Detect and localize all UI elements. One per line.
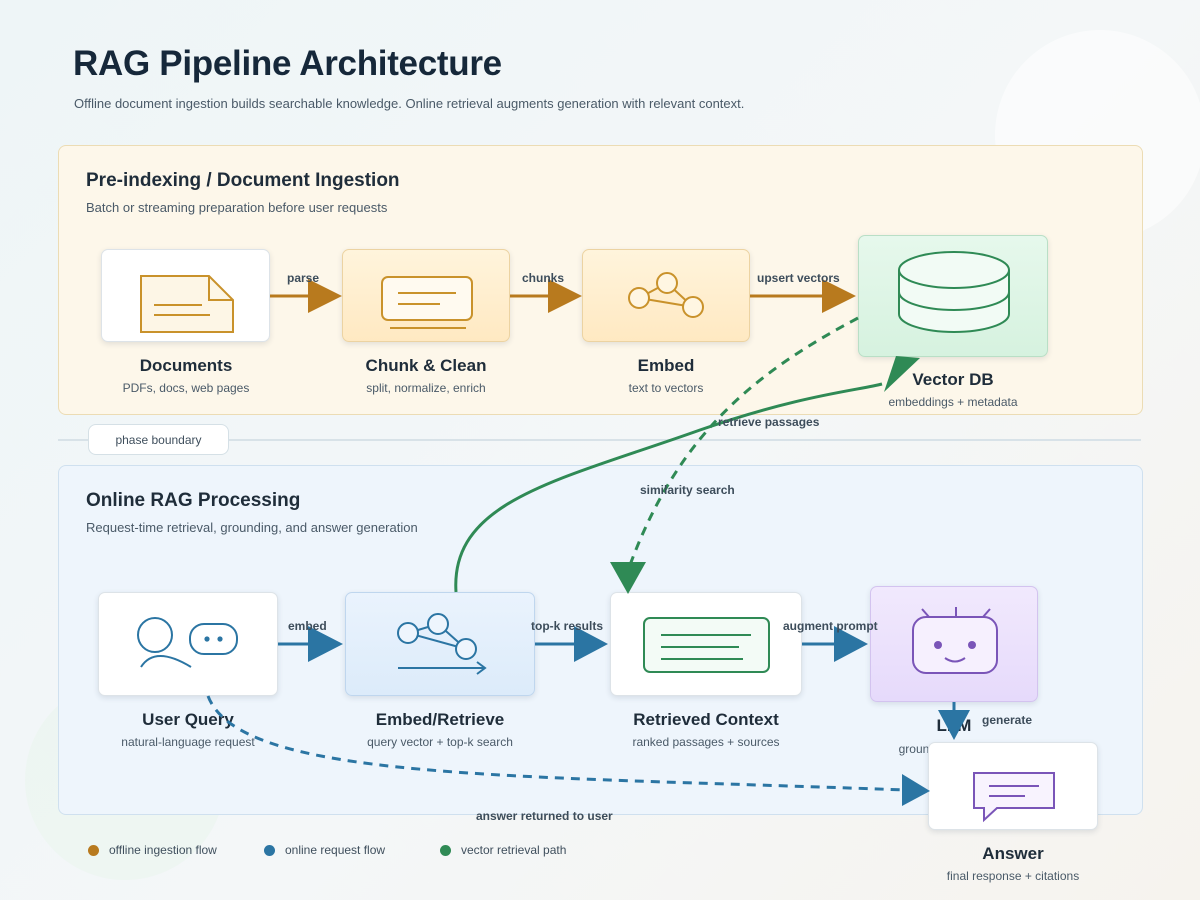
legend-dot-retrieval bbox=[440, 844, 451, 856]
llm-node[interactable] bbox=[870, 586, 1038, 702]
chunk-clean-label: Chunk & Clean bbox=[365, 356, 487, 375]
documents-sublabel: PDFs, docs, web pages bbox=[122, 381, 250, 395]
offline-panel-title: Pre-indexing / Document Ingestion bbox=[86, 170, 400, 191]
page-title: RAG Pipeline Architecture bbox=[73, 44, 502, 83]
edge-label-topk: top-k results bbox=[531, 619, 604, 633]
embed-retrieve-node[interactable] bbox=[345, 592, 535, 696]
user-query-node[interactable] bbox=[98, 592, 278, 696]
embed-label: Embed bbox=[637, 356, 695, 375]
chunk-clean-node[interactable] bbox=[342, 249, 510, 342]
legend-dot-offline bbox=[88, 844, 99, 856]
context-card-icon bbox=[643, 617, 770, 673]
documents-node[interactable] bbox=[101, 249, 270, 342]
embed-sublabel: text to vectors bbox=[628, 381, 704, 395]
text-block-icon bbox=[381, 276, 473, 329]
vector-db-sublabel: embeddings + metadata bbox=[888, 395, 1018, 409]
legend-dot-online bbox=[264, 844, 275, 856]
edge-label-retrieve-passages: retrieve passages bbox=[718, 415, 820, 429]
embed-retrieve-label: Embed/Retrieve bbox=[375, 710, 505, 729]
edge-label-parse: parse bbox=[287, 271, 320, 285]
edge-label-answer-returned: answer returned to user bbox=[476, 809, 613, 823]
edge-label-generate: generate bbox=[982, 713, 1033, 727]
edge-label-embed: embed bbox=[288, 619, 327, 633]
edge-label-similarity-search: similarity search bbox=[640, 483, 735, 497]
llm-label: LLM bbox=[936, 716, 972, 735]
phase-boundary-badge: phase boundary bbox=[88, 424, 229, 455]
user-query-sublabel: natural-language request bbox=[121, 735, 255, 749]
retrieve-graph-icon bbox=[397, 613, 487, 675]
chunk-clean-sublabel: split, normalize, enrich bbox=[366, 381, 486, 395]
vector-db-node[interactable] bbox=[858, 235, 1048, 357]
robot-icon bbox=[912, 607, 998, 674]
edge-label-augment: augment prompt bbox=[783, 619, 878, 633]
speech-bubble-icon bbox=[973, 772, 1055, 823]
edge-label-upsert: upsert vectors bbox=[757, 271, 840, 285]
retrieved-context-node[interactable] bbox=[610, 592, 802, 696]
legend-label-online: online request flow bbox=[285, 843, 386, 857]
answer-label: Answer bbox=[982, 844, 1044, 863]
user-query-label: User Query bbox=[142, 710, 234, 729]
legend-label-retrieval: vector retrieval path bbox=[461, 843, 567, 857]
document-icon bbox=[140, 275, 234, 333]
retrieved-context-label: Retrieved Context bbox=[633, 710, 779, 729]
answer-node[interactable] bbox=[928, 742, 1098, 830]
documents-label: Documents bbox=[139, 356, 233, 375]
graph-nodes-icon bbox=[628, 272, 704, 318]
online-panel-subtitle: Request-time retrieval, grounding, and a… bbox=[86, 520, 418, 535]
vector-db-label: Vector DB bbox=[912, 370, 994, 389]
user-chat-icon bbox=[137, 617, 238, 668]
offline-panel-subtitle: Batch or streaming preparation before us… bbox=[86, 200, 388, 215]
legend-label-offline: offline ingestion flow bbox=[109, 843, 217, 857]
embed-node[interactable] bbox=[582, 249, 750, 342]
page-subtitle: Offline document ingestion builds search… bbox=[74, 96, 745, 111]
legend-item-retrieval: vector retrieval path bbox=[440, 843, 566, 857]
edge-label-chunks: chunks bbox=[522, 271, 565, 285]
retrieved-context-sublabel: ranked passages + sources bbox=[632, 735, 780, 749]
legend-item-online: online request flow bbox=[264, 843, 385, 857]
embed-retrieve-sublabel: query vector + top-k search bbox=[367, 735, 513, 749]
answer-sublabel: final response + citations bbox=[946, 869, 1080, 883]
online-panel-title: Online RAG Processing bbox=[86, 490, 301, 511]
database-icon bbox=[898, 251, 1010, 333]
legend-item-offline: offline ingestion flow bbox=[88, 843, 217, 857]
